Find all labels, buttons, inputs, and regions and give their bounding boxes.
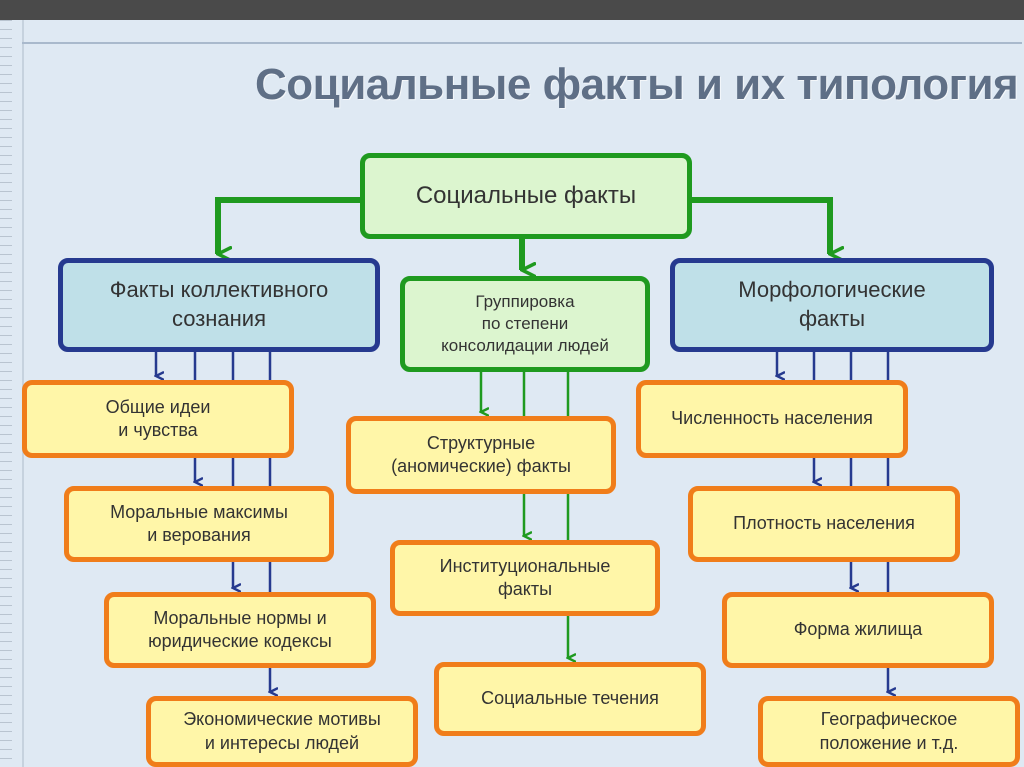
collective-item-3: Моральные нормы и юридические кодексы xyxy=(104,592,376,668)
morph-item-4: Географическое положение и т.д. xyxy=(758,696,1020,767)
grouping-item-1: Структурные (аномические) факты xyxy=(346,416,616,494)
category-morphological: Морфологические факты xyxy=(670,258,994,352)
collective-item-2: Моральные максимы и верования xyxy=(64,486,334,562)
morph-item-2: Плотность населения xyxy=(688,486,960,562)
slide-title: Социальные факты и их типология xyxy=(255,60,1019,109)
morph-item-3: Форма жилища xyxy=(722,592,994,668)
category-grouping: Группировка по степени консолидации люде… xyxy=(400,276,650,372)
grouping-item-2: Институциональные факты xyxy=(390,540,660,616)
grouping-item-3: Социальные течения xyxy=(434,662,706,736)
window-top-bar xyxy=(0,0,1024,20)
slide-top-border xyxy=(22,42,1022,44)
category-collective: Факты коллективного сознания xyxy=(58,258,380,352)
connector-root-collective xyxy=(215,197,362,254)
left-ruler xyxy=(0,20,12,767)
collective-item-4: Экономические мотивы и интересы людей xyxy=(146,696,418,767)
connector-root-morph xyxy=(690,197,830,254)
root-node: Социальные факты xyxy=(360,153,692,239)
morph-item-1: Численность населения xyxy=(636,380,908,458)
collective-item-1: Общие идеи и чувства xyxy=(22,380,294,458)
